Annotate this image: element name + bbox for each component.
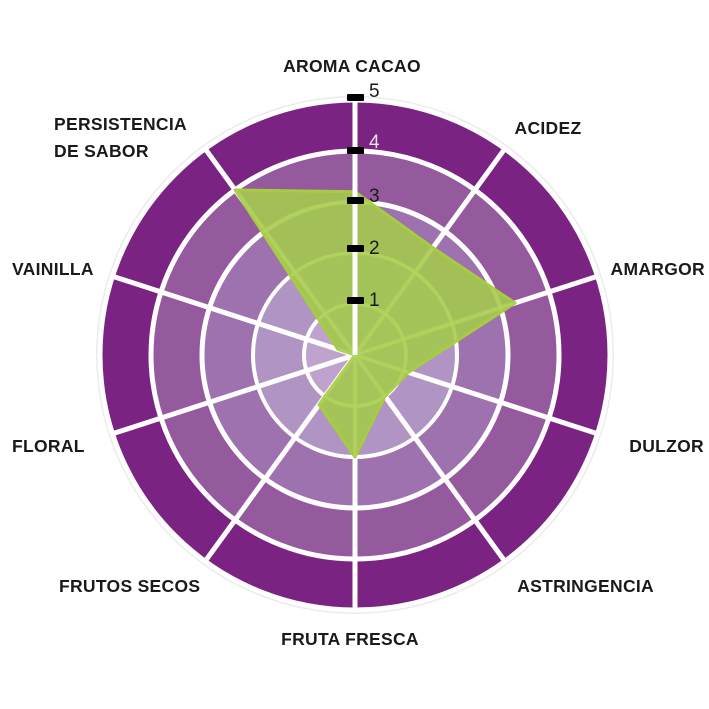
grid-spoke-7 [111,352,356,437]
tick-label-4: 4 [369,132,380,153]
axis-label-vainilla: VAINILLA [12,259,94,279]
axis-label-acidez: ACIDEZ [515,118,582,138]
axis-label-dulzor: DULZOR [629,436,704,456]
tick-mark-4 [347,147,364,154]
tick-label-1: 1 [369,290,380,311]
data-spoke-1 [353,246,434,356]
axis-label-astringencia: ASTRINGENCIA [517,576,654,596]
grid-spoke-8 [111,273,356,358]
axis-label-persistencia-line2: DE SABOR [54,141,149,161]
radial-axis-ticks: 1 2 3 4 5 [347,81,380,311]
data-spoke-6 [318,354,357,406]
axis-label-fruta-fresca: FRUTA FRESCA [281,629,419,649]
tick-mark-3 [347,197,364,204]
data-spoke-4 [353,354,386,397]
tick-mark-1 [347,297,364,304]
axis-label-floral: FLORAL [12,436,85,456]
axis-label-persistencia-line1: PERSISTENCIA [54,114,187,134]
axis-label-aroma-cacao: AROMA CACAO [283,56,421,76]
data-spoke-3 [354,353,409,374]
tick-label-5: 5 [369,81,380,102]
tick-label-2: 2 [369,238,380,259]
data-spoke-8 [337,348,356,357]
tick-label-3: 3 [369,186,380,207]
axis-labels: AROMA CACAO ACIDEZ AMARGOR DULZOR ASTRIN… [12,56,705,649]
axis-label-amargor: AMARGOR [611,259,706,279]
tick-mark-2 [347,245,364,252]
axis-label-frutos-secos: FRUTOS SECOS [59,576,200,596]
tick-mark-5 [347,94,364,101]
data-spoke-2 [354,301,516,357]
